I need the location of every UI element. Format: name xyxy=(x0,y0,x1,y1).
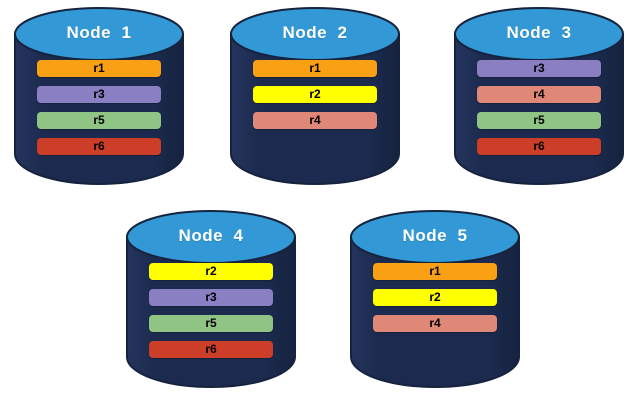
replica-label: r2 xyxy=(205,264,217,278)
replica-label: r1 xyxy=(93,61,105,75)
replica-label: r6 xyxy=(93,139,105,153)
node-label: Node 3 xyxy=(506,23,572,42)
replica-list: r3 r4 r5 r6 xyxy=(477,60,601,155)
replica-bar[interactable]: r6 xyxy=(149,341,273,358)
replica-label: r4 xyxy=(429,316,441,330)
node-cylinder-2[interactable]: Node 2 r1 r2 r4 xyxy=(229,4,401,186)
replica-list: r1 r2 r4 xyxy=(253,60,377,129)
replica-bar[interactable]: r3 xyxy=(477,60,601,77)
replica-label: r2 xyxy=(429,290,441,304)
node-cylinder-1[interactable]: Node 1 r1 r3 r5 r6 xyxy=(13,4,185,186)
node-cylinder-3[interactable]: Node 3 r3 r4 r5 r6 xyxy=(453,4,625,186)
node-cylinder-5[interactable]: Node 5 r1 r2 r4 xyxy=(349,207,521,389)
replica-list: r1 r2 r4 xyxy=(373,263,497,332)
replica-label: r6 xyxy=(533,139,545,153)
node-label: Node 5 xyxy=(402,226,468,245)
node-label: Node 1 xyxy=(66,23,132,42)
node-label: Node 2 xyxy=(282,23,348,42)
replica-label: r2 xyxy=(309,87,321,101)
replica-label: r4 xyxy=(309,113,321,127)
replica-label: r4 xyxy=(533,87,545,101)
node-cylinder-4[interactable]: Node 4 r2 r3 r5 r6 xyxy=(125,207,297,389)
replica-bar[interactable]: r1 xyxy=(37,60,161,77)
replica-bar[interactable]: r4 xyxy=(477,86,601,103)
replica-bar[interactable]: r2 xyxy=(149,263,273,280)
replica-bar[interactable]: r6 xyxy=(37,138,161,155)
replica-bar[interactable]: r1 xyxy=(373,263,497,280)
replica-label: r3 xyxy=(93,87,105,101)
replica-label: r5 xyxy=(93,113,105,127)
replica-list: r2 r3 r5 r6 xyxy=(149,263,273,358)
replica-label: r1 xyxy=(429,264,441,278)
node-label: Node 4 xyxy=(178,226,244,245)
replica-bar[interactable]: r2 xyxy=(373,289,497,306)
replica-list: r1 r3 r5 r6 xyxy=(37,60,161,155)
replica-label: r6 xyxy=(205,342,217,356)
replica-bar[interactable]: r3 xyxy=(149,289,273,306)
replica-bar[interactable]: r4 xyxy=(373,315,497,332)
replica-bar[interactable]: r6 xyxy=(477,138,601,155)
replica-bar[interactable]: r4 xyxy=(253,112,377,129)
replica-bar[interactable]: r1 xyxy=(253,60,377,77)
replica-label: r1 xyxy=(309,61,321,75)
replica-label: r3 xyxy=(533,61,545,75)
replica-bar[interactable]: r5 xyxy=(477,112,601,129)
replica-label: r5 xyxy=(205,316,217,330)
replica-bar[interactable]: r5 xyxy=(37,112,161,129)
replica-label: r3 xyxy=(205,290,217,304)
replica-bar[interactable]: r3 xyxy=(37,86,161,103)
replica-bar[interactable]: r5 xyxy=(149,315,273,332)
replica-label: r5 xyxy=(533,113,545,127)
replica-bar[interactable]: r2 xyxy=(253,86,377,103)
